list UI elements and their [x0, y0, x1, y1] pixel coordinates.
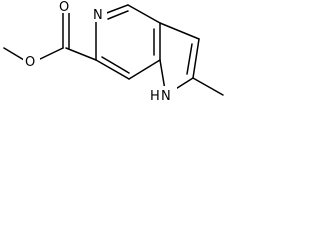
ester-oxygen-mask	[23, 54, 40, 69]
ester-oxygen-label: O	[25, 55, 35, 70]
c2-n1-bond	[173, 77, 194, 91]
n1-c7a-bond	[159, 59, 166, 91]
c4-n5-inner-bond	[107, 10, 129, 20]
pyrrole-h-label: H	[150, 89, 160, 104]
c2-methyl-bond	[192, 77, 224, 96]
ester-to-ring-bond	[65, 47, 97, 61]
pyrrole-n-label: N	[161, 89, 171, 104]
methyl-o-bond	[3, 47, 25, 61]
pyrrole-nh-mask	[147, 86, 177, 103]
ring-nitrogen-mask	[91, 7, 107, 22]
c4-n5-bond	[103, 4, 129, 15]
carbonyl-oxygen-label: O	[59, 0, 69, 15]
c3a-c4-bond	[127, 4, 161, 24]
c3-c2-inner-bond	[186, 43, 193, 75]
molecule-diagram: N O O H N	[3, 0, 224, 104]
c6-c7-bond	[95, 59, 130, 80]
c3a-c3-bond	[159, 22, 200, 40]
c7-c7a-bond	[128, 59, 161, 80]
ring-nitrogen-label: N	[93, 8, 103, 23]
carbonyl-oxygen-mask	[57, 0, 74, 13]
o-carbonyl-carbon-bond	[37, 47, 64, 61]
c3-c2-bond	[192, 38, 200, 79]
c6-c7-inner-bond	[101, 56, 130, 74]
